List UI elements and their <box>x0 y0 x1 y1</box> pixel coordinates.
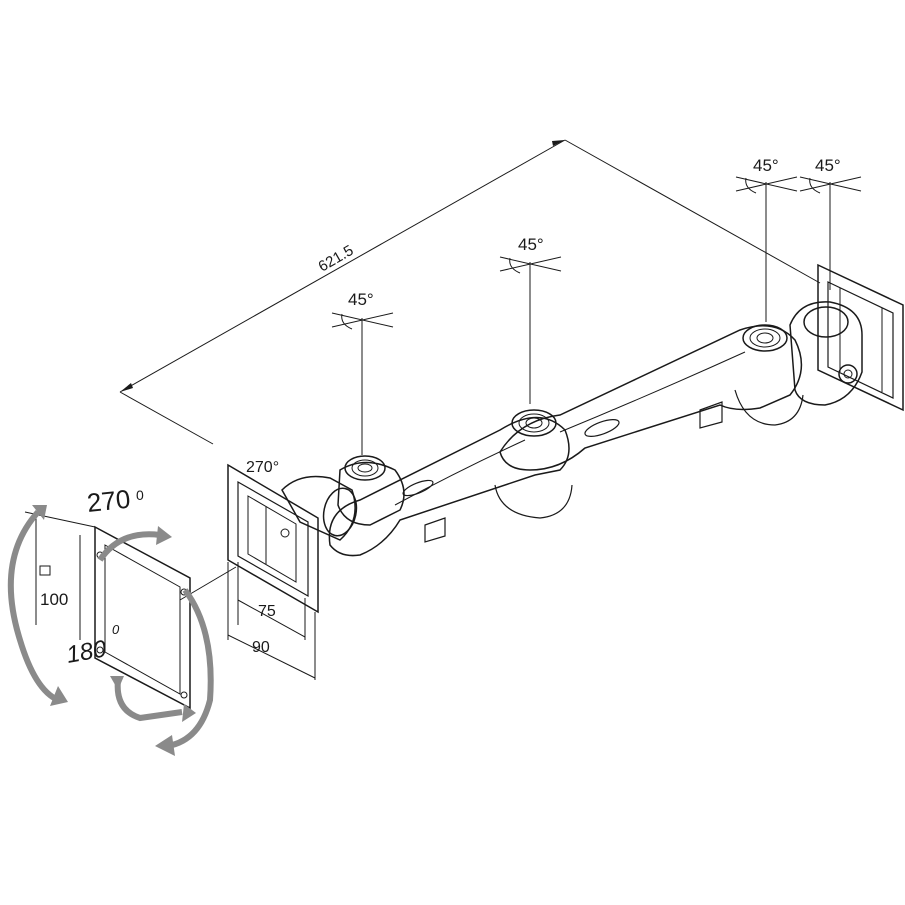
vesa-plate-large <box>24 511 191 710</box>
vesa-plate-small <box>179 463 319 614</box>
vesa-large-label: 100 <box>40 590 68 609</box>
angle-label-wall-pivot: 45° <box>815 156 841 175</box>
rotation-arrows <box>7 505 214 756</box>
angle-marker-joint-2: 45° <box>499 235 562 404</box>
rotation-arrow-head-left <box>50 686 68 706</box>
overall-length-label: 621.5 <box>316 242 357 275</box>
angle-label-joint-3: 45° <box>753 156 779 175</box>
tilt-label: 180 <box>64 635 109 669</box>
vesa-outer-label: 90 <box>252 639 270 656</box>
arm-segment-front <box>328 409 573 557</box>
vesa-inner-label: 75 <box>258 603 276 620</box>
front-joint <box>281 455 405 541</box>
arm-segment-rear <box>499 324 804 471</box>
wall-pivot-knuckle <box>789 301 863 406</box>
angle-marker-joint-3: 45° <box>735 156 798 322</box>
angle-marker-wall-pivot: 45° <box>799 156 862 290</box>
overall-dimension: 621.5 <box>119 139 821 445</box>
plate-rotation-label: 270° <box>246 459 279 476</box>
angle-label-joint-1: 45° <box>348 290 374 309</box>
tilt-degree: 0 <box>112 622 120 637</box>
angle-marker-joint-1: 45° <box>331 290 394 455</box>
rotation-large-label: 270 <box>85 484 131 518</box>
rotation-large-degree: 0 <box>136 487 144 503</box>
angle-label-joint-2: 45° <box>518 235 544 254</box>
vesa-small-dimensions <box>227 562 316 680</box>
wall-bracket <box>817 263 904 412</box>
